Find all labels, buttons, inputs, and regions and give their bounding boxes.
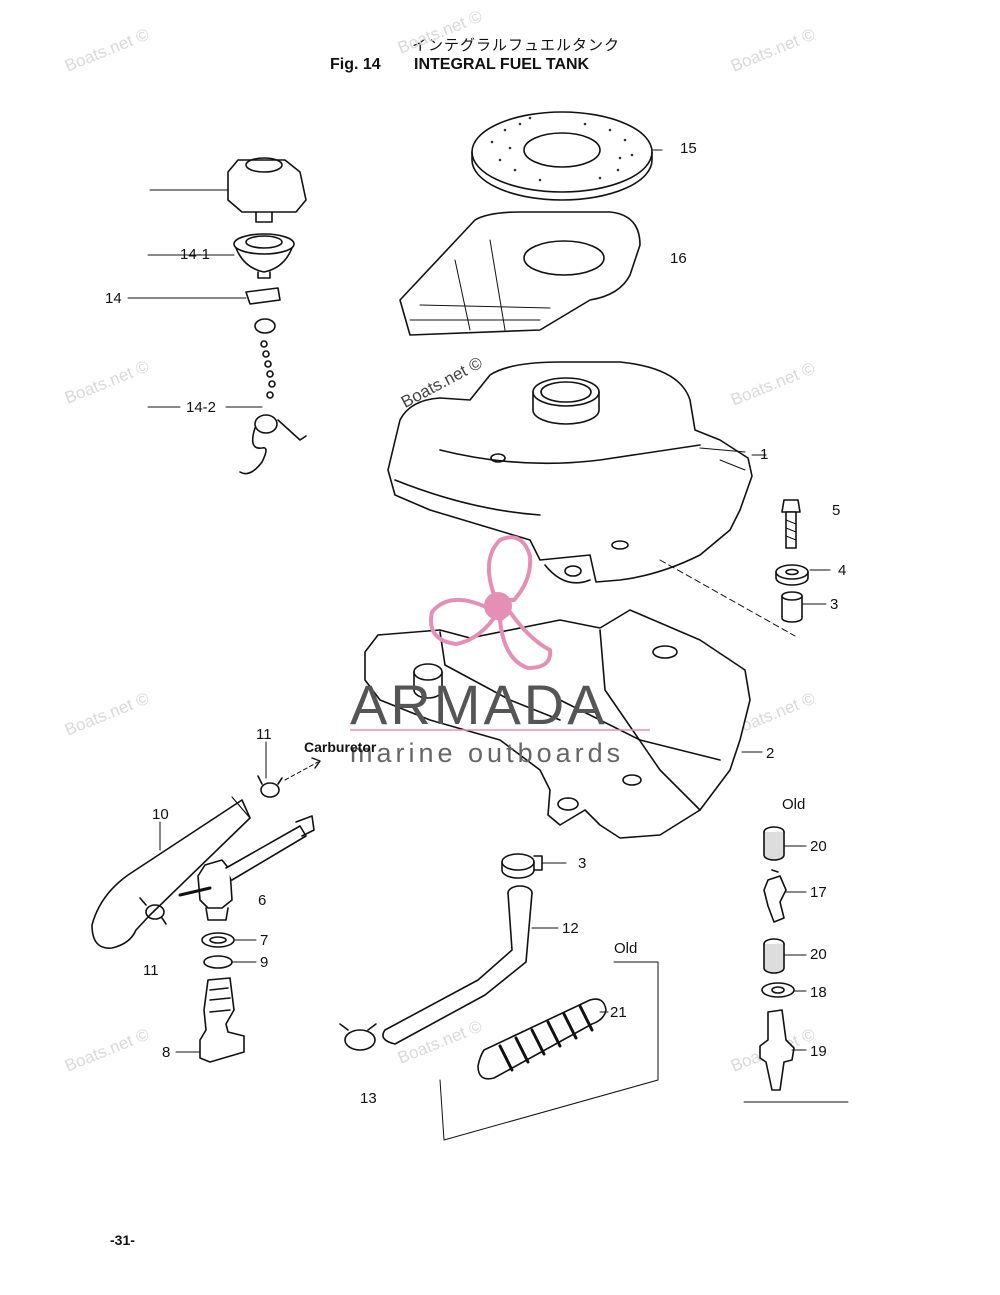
callout-16: 16 — [670, 250, 687, 267]
callout-1: 1 — [760, 446, 769, 463]
grommet-part-17 — [763, 869, 787, 923]
hose-clip-part-11-lower — [139, 897, 167, 925]
cap-gasket-part-14-1 — [233, 233, 295, 279]
callout-14: 14 — [105, 290, 122, 307]
callout-21: 21 — [610, 1004, 627, 1021]
bolt-part-5 — [781, 499, 801, 549]
foam-ring-part-15 — [471, 111, 653, 201]
cap-clip-part-14 — [245, 287, 281, 305]
tank-pad-part-16 — [399, 211, 641, 336]
callout-15: 15 — [680, 140, 697, 157]
callout-12: 12 — [562, 920, 579, 937]
fuel-hose-part-12 — [382, 885, 533, 1045]
callout-2: 2 — [766, 745, 775, 762]
callout-3: 3 — [830, 596, 839, 613]
callout-19: 19 — [810, 1043, 827, 1060]
callout-20-top: 20 — [810, 838, 827, 855]
old-note-left: Old — [614, 940, 638, 957]
collar-part-20-lower — [763, 938, 785, 974]
fitting-part-19 — [759, 1009, 795, 1091]
page-number: -31- — [110, 1232, 135, 1248]
o-ring-part-9 — [203, 955, 233, 969]
callout-4: 4 — [838, 562, 847, 579]
collar-part-3 — [781, 591, 803, 623]
callout-11-top: 11 — [256, 726, 272, 743]
hose-clip-part-13 — [339, 1023, 377, 1051]
cap-chain-part-14-2 — [239, 318, 307, 475]
fuel-strainer-part-8 — [199, 977, 245, 1063]
corrugated-hose-part-21 — [477, 998, 607, 1080]
carburetor-note: Carburetor — [304, 739, 377, 755]
callout-18: 18 — [810, 984, 827, 1001]
washer-part-4 — [775, 564, 809, 586]
callout-13: 13 — [360, 1090, 377, 1107]
armada-propeller-logo — [429, 535, 553, 670]
callout-3-lower: 3 — [578, 855, 587, 872]
callout-7: 7 — [260, 932, 269, 949]
callout-9: 9 — [260, 954, 269, 971]
brand-name: ARMADA — [350, 673, 608, 736]
old-note-right: Old — [782, 796, 806, 813]
page-title: INTEGRAL FUEL TANK — [414, 56, 590, 73]
callout-5: 5 — [832, 502, 841, 519]
hose-clamp-part-3 — [501, 853, 543, 879]
fuel-cock-part-6 — [178, 815, 315, 921]
japanese-title: インテグラルフュエルタンク — [412, 36, 621, 54]
hose-clip-part-11 — [257, 775, 283, 798]
fuel-hose-part-10 — [91, 796, 251, 949]
figure-number: Fig. 14 — [330, 56, 381, 73]
brand-tagline: marine outboards — [350, 738, 625, 768]
fuel-cap-assembly — [227, 157, 307, 223]
callout-14-1: 14-1 — [180, 246, 211, 263]
callout-17: 17 — [810, 884, 827, 901]
callout-10: 10 — [152, 806, 169, 823]
callout-14-2: 14-2 — [186, 399, 217, 416]
collar-part-20 — [763, 826, 785, 861]
callout-6: 6 — [258, 892, 267, 909]
callout-8: 8 — [162, 1044, 171, 1061]
fuel-tank-upper-part-1 — [387, 361, 753, 584]
callout-11-bottom: 11 — [143, 962, 159, 979]
washer-part-18 — [761, 982, 795, 998]
callout-20-bottom: 20 — [810, 946, 827, 963]
washer-part-7 — [201, 932, 235, 948]
